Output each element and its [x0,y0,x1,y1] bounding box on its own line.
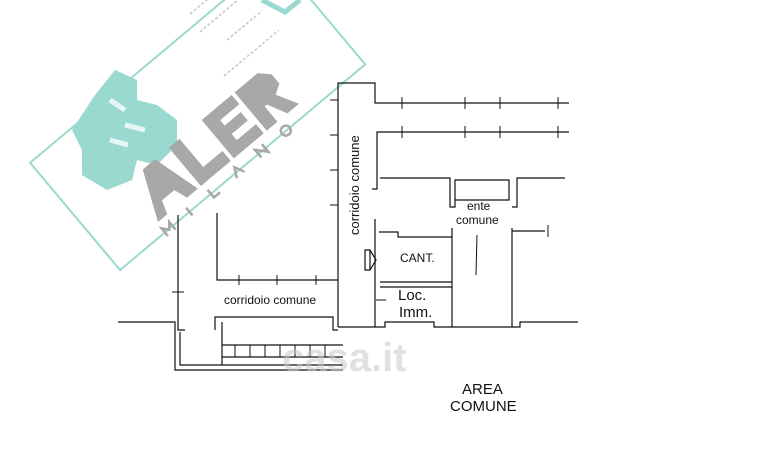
aler-cube-icon [72,70,177,190]
comune-label: COMUNE [450,398,517,415]
ente-label-1: ente [467,199,491,213]
logo-city-lettering [158,124,293,237]
corridor-vertical-label: corridoio comune [347,135,362,235]
logo-tagline-lettering [189,0,280,77]
ente-label-2: comune [456,213,499,227]
cantina-label: CANT. [400,251,435,265]
area-label: AREA [462,381,503,398]
imm-label: Imm. [399,304,433,321]
corridor-horizontal-label: corridoio comune [224,293,317,307]
loc-label: Loc. [398,287,427,304]
casa-watermark: casa.it [282,336,407,380]
logo-brand-lettering [142,73,299,222]
